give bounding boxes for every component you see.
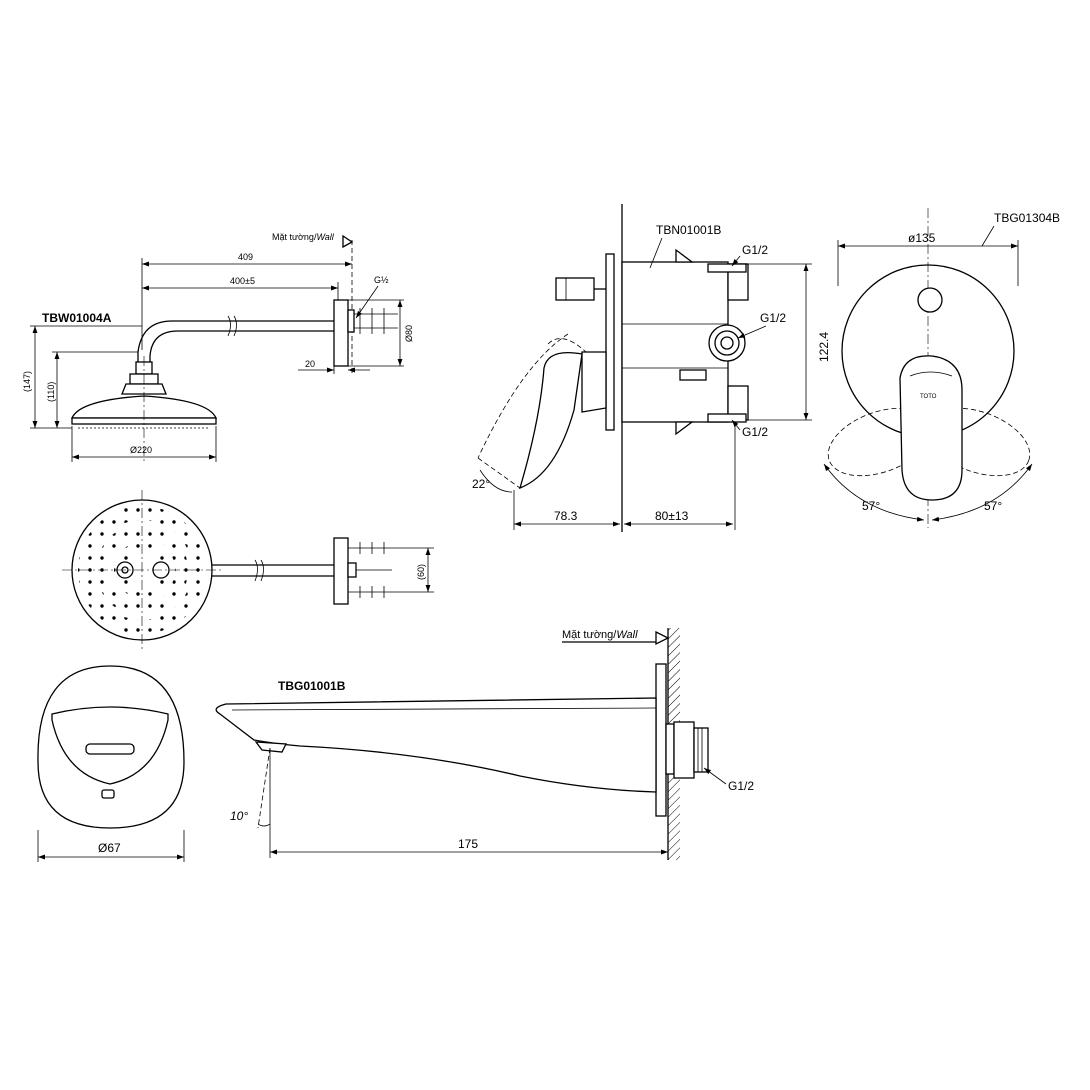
- wall-marker-spout-icon: [655, 630, 670, 646]
- model-label-plate: TBG01304B: [994, 211, 1060, 225]
- dim-bracket-spacing: (60): [416, 564, 426, 580]
- valve-body-side-view: 22° 78.3 80±13 122.4 G1/2 G1/2 G1/2 TBN0…: [472, 204, 831, 532]
- thread-label-top: G1/2: [742, 243, 768, 257]
- spout-connector: [673, 721, 695, 779]
- spout-body-side: [215, 697, 657, 793]
- dim-valve-range: 80±13: [655, 509, 689, 523]
- cover-plate-front-view: ø135 TBG01304B TOTO 57° 57°: [823, 208, 1060, 528]
- wall-flange: [333, 299, 349, 367]
- thread-label-arm: G½: [374, 275, 389, 285]
- valve-flange-plate: [605, 253, 615, 431]
- dim-spout-angle: 10°: [230, 809, 248, 823]
- front-wall-flange: [333, 537, 349, 605]
- wall-label-top: Mặt tường/Wall: [272, 232, 335, 242]
- dim-flange-offset: 20: [305, 359, 315, 369]
- spout-side-view: TBG01001B Mặt tường/Wall G1/2 10° 175: [215, 628, 754, 860]
- dim-arm-total: 409: [238, 252, 253, 262]
- dim-valve-height: 122.4: [817, 332, 831, 362]
- dim-height-147: (147): [22, 371, 32, 392]
- thread-label-spout: G1/2: [728, 779, 754, 793]
- model-label-spout: TBG01001B: [278, 679, 346, 693]
- shower-arm-bottom-edge: [149, 330, 338, 365]
- shower-head-side-view: Mặt tường/Wall 409 400±5 G½ Ø80 20: [22, 232, 414, 462]
- shower-head-front-view: (60): [62, 490, 434, 650]
- shower-arm-top-edge: [137, 320, 338, 365]
- handle-lever: [519, 351, 583, 490]
- spout-plate-outline: [37, 665, 185, 829]
- dim-spout-dia: Ø67: [98, 841, 121, 855]
- dim-plate-dia: ø135: [908, 231, 936, 245]
- brand-logo: TOTO: [920, 394, 937, 400]
- dim-valve-depth: 78.3: [554, 509, 578, 523]
- spout-outlet: [85, 743, 135, 755]
- handle-open-position: [547, 338, 587, 353]
- dim-arm-length: 400±5: [230, 276, 255, 286]
- dim-spout-length: 175: [458, 837, 478, 851]
- arm-break-mark: [227, 315, 237, 337]
- spout-flange: [655, 663, 667, 817]
- dim-handle-angle: 22°: [472, 477, 490, 491]
- dim-height-110: (110): [46, 382, 56, 402]
- model-label-tbw: TBW01004A: [42, 311, 112, 325]
- wall-marker-icon: [342, 234, 354, 249]
- dim-flange-dia: Ø80: [404, 325, 414, 342]
- spout-front-view: Ø67: [37, 665, 185, 862]
- dim-head-dia: Ø220: [130, 445, 152, 455]
- dim-rotation-left: 57°: [862, 499, 880, 513]
- model-label-tbn: TBN01001B: [656, 223, 721, 237]
- wall-label-spout: Mặt tường/Wall: [562, 629, 638, 641]
- thread-label-mid: G1/2: [760, 311, 786, 325]
- thread-label-bottom: G1/2: [742, 425, 768, 439]
- dim-rotation-right: 57°: [984, 499, 1002, 513]
- mixer-handle: [899, 355, 963, 501]
- diverter-knob: [917, 287, 943, 313]
- valve-cap: [555, 277, 595, 301]
